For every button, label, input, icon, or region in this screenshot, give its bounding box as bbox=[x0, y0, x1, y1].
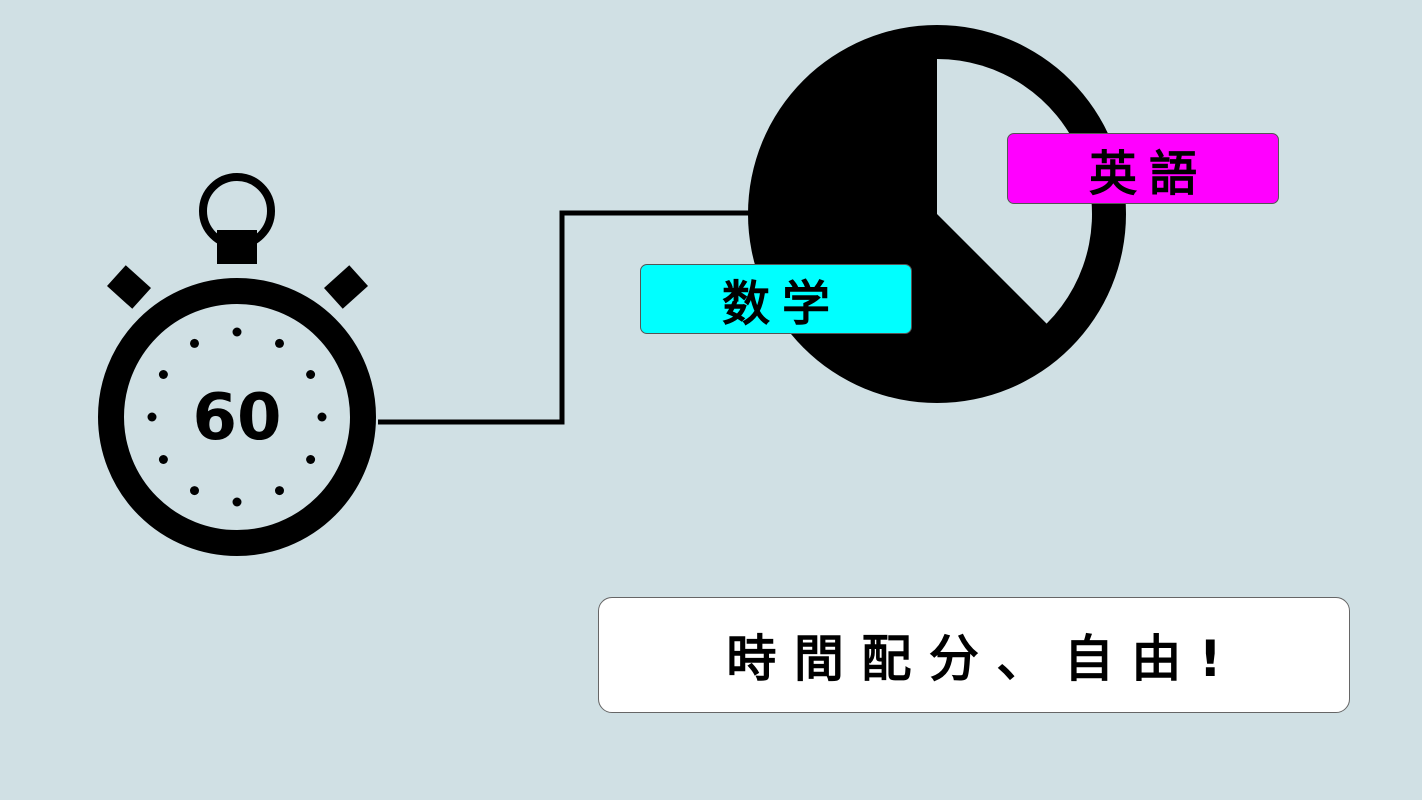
label-english: 英語 bbox=[1007, 133, 1279, 204]
label-english-text: 英語 bbox=[1088, 145, 1209, 202]
stopwatch-left-button bbox=[106, 265, 152, 309]
dial-dot bbox=[232, 497, 242, 507]
dial-dot bbox=[275, 486, 284, 496]
dial-dot bbox=[275, 338, 284, 348]
label-math-text: 数学 bbox=[721, 276, 842, 332]
label-math: 数学 bbox=[640, 264, 912, 334]
dial-dot bbox=[158, 455, 168, 464]
stopwatch-crown bbox=[217, 230, 257, 264]
stopwatch-right-button bbox=[323, 265, 369, 309]
dial-dot bbox=[306, 370, 316, 379]
connector-line bbox=[378, 210, 752, 425]
dial-dot bbox=[317, 412, 327, 422]
dial-dot bbox=[190, 486, 199, 496]
stopwatch-dial-dots bbox=[147, 327, 327, 507]
dial-dot bbox=[232, 327, 242, 337]
caption-box: 時間配分、自由! bbox=[598, 597, 1350, 713]
dial-dot bbox=[190, 338, 199, 348]
dial-dot bbox=[306, 455, 316, 464]
stopwatch-body bbox=[98, 278, 376, 556]
pie-chart-icon bbox=[748, 25, 1126, 403]
dial-dot bbox=[158, 370, 168, 379]
caption-text: 時間配分、自由! bbox=[726, 630, 1240, 688]
timer-value: 60 bbox=[192, 381, 281, 455]
dial-dot bbox=[147, 412, 157, 422]
stopwatch-icon: 60 bbox=[98, 173, 376, 556]
